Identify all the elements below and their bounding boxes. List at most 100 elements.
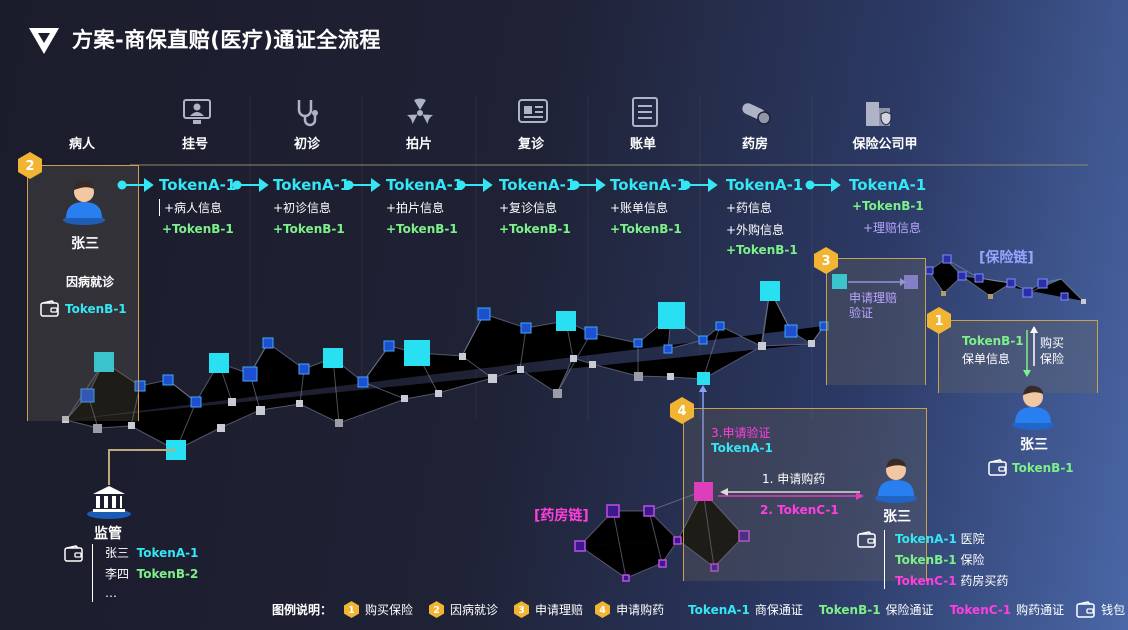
- step-badge-4: 4: [670, 397, 694, 424]
- buyer-avatar: [1012, 385, 1054, 430]
- wallet-token: TokenB-1: [895, 553, 957, 567]
- patient-name: 张三: [71, 236, 99, 252]
- legend-item-text: 购买保险: [365, 603, 414, 617]
- svg-text:1: 1: [348, 605, 355, 616]
- regulator-list: 张三 TokenA-1 李四 TokenB-2 …: [92, 544, 198, 602]
- step-buy-medicine: 1. 申请购药: [762, 472, 826, 486]
- wallet-label: 保险: [960, 553, 985, 567]
- row-person: 张三: [105, 546, 130, 560]
- legend: 图例说明： 1 购买保险 2 因病就诊 3 申请理赔 4 申请购药 TokenA…: [272, 601, 1125, 618]
- svg-text:4: 4: [599, 605, 606, 616]
- flow-stage-first-visit: TokenA-1 +初诊信息 +TokenB-1: [273, 176, 350, 236]
- stage-green-token: +TokenB-1: [852, 199, 924, 213]
- flow-stage-bill: TokenA-1 +账单信息 +TokenB-1: [610, 176, 687, 236]
- step-badge-2: 2: [18, 152, 42, 179]
- stage-info: +病人信息: [159, 199, 236, 216]
- regulator-row: 张三 TokenA-1: [105, 544, 198, 565]
- buy-exchange-arrows: [1023, 326, 1038, 377]
- legend-badge-4: 4: [595, 601, 611, 618]
- column-label-bill: 账单: [629, 137, 656, 152]
- legend-item-text: 申请理赔: [535, 603, 584, 617]
- legend-token: TokenC-1: [949, 602, 1012, 617]
- stage-info-extra: +外购信息: [726, 223, 785, 237]
- verify-token: TokenA-1: [711, 441, 773, 455]
- patient-reason: 因病就诊: [66, 275, 115, 289]
- customer-wallet-list: TokenA-1 医院 TokenB-1 保险 TokenC-1 药房买药: [884, 530, 1008, 589]
- wallet-icon: [64, 545, 83, 562]
- buy-action-2: 保险: [1040, 352, 1065, 366]
- stage-token: TokenA-1: [386, 176, 464, 194]
- wallet-icon: [40, 300, 59, 317]
- stage-info: +复诊信息: [499, 201, 558, 215]
- wallet-row: TokenB-1 保险: [895, 551, 1008, 572]
- buyer-wallet-token: TokenB-1: [1012, 461, 1074, 475]
- legend-token: TokenB-1: [818, 602, 881, 617]
- legend-title: 图例说明：: [272, 603, 333, 617]
- wallet-token: TokenC-1: [895, 574, 957, 588]
- page-title: 方案-商保直赔(医疗)通证全流程: [72, 28, 381, 52]
- svg-text:2: 2: [25, 159, 34, 174]
- column-label-insurer: 保险公司甲: [852, 137, 918, 152]
- stage-info: +初诊信息: [273, 201, 332, 215]
- legend-token: TokenA-1: [688, 602, 750, 617]
- step-badge-3: 3: [814, 247, 838, 274]
- legend-badge-3: 3: [514, 601, 530, 618]
- svg-text:1: 1: [934, 314, 943, 329]
- regulator-bank-icon: [87, 486, 131, 519]
- patient-avatar: [63, 180, 105, 225]
- claim-text-2: 验证: [849, 306, 874, 320]
- logo-icon: [29, 28, 59, 54]
- buy-info: 保单信息: [962, 352, 1011, 366]
- claim-box: [826, 258, 926, 385]
- radiation-icon: [407, 98, 433, 124]
- wallet-label: 药房买药: [960, 574, 1009, 588]
- id-card-icon: [518, 99, 548, 123]
- legend-item-text: 申请购药: [616, 603, 665, 617]
- pill-icon: [742, 103, 771, 125]
- insurance-chain-label: [保险链]: [979, 250, 1034, 266]
- wallet-label: 医院: [960, 532, 985, 546]
- wallet-icon: [988, 459, 1007, 476]
- wallet-row: TokenA-1 医院: [895, 530, 1008, 551]
- stage-green-token: +TokenB-1: [386, 222, 458, 236]
- legend-token-text: 购药通证: [1016, 603, 1065, 617]
- bill-icon: [632, 97, 658, 127]
- svg-text:4: 4: [677, 404, 686, 419]
- stage-green-token: +TokenB-1: [162, 222, 234, 236]
- flow-stage-insurer: TokenA-1 +TokenB-1 +理赔信息: [849, 176, 926, 236]
- flow-stage-follow-up: TokenA-1 +复诊信息 +TokenB-1: [499, 176, 576, 236]
- step-badge-1: 1: [927, 307, 951, 334]
- row-person: 李四: [105, 567, 130, 581]
- stage-info: +药信息: [726, 201, 773, 215]
- legend-badge-1: 1: [344, 601, 360, 618]
- column-label-first-visit: 初诊: [293, 137, 320, 152]
- patient-box: [27, 165, 139, 421]
- row-person: …: [105, 586, 117, 600]
- pharmacy-chain-label: [药房链]: [534, 508, 589, 524]
- claim-text-1: 申请理赔: [849, 291, 898, 305]
- pharmacy-customer-name: 张三: [883, 509, 911, 525]
- legend-item-text: 因病就诊: [450, 603, 499, 617]
- registration-icon: [183, 99, 211, 124]
- step-token-c: 2. TokenC-1: [760, 503, 839, 517]
- flow-stage-pharmacy: TokenA-1 +药信息 +外购信息 +TokenB-1: [726, 176, 803, 257]
- svg-text:3: 3: [518, 605, 525, 616]
- wallet-icon: [1076, 601, 1095, 618]
- column-label-xray: 拍片: [405, 137, 432, 152]
- wallet-token: TokenA-1: [895, 532, 957, 546]
- buy-insurance-box: [938, 320, 1098, 393]
- patient-wallet-token: TokenB-1: [65, 302, 127, 316]
- flow-stage-registration: TokenA-1 +病人信息 +TokenB-1: [159, 176, 236, 236]
- legend-token-text: 保险通证: [885, 603, 934, 617]
- stage-info: +账单信息: [610, 201, 669, 215]
- legend-badge-2: 2: [429, 601, 445, 618]
- verify-label: 3.申请验证: [711, 426, 771, 440]
- stage-token: TokenA-1: [610, 176, 688, 194]
- flow-arrows: [117, 178, 841, 192]
- legend-wallet-text: 钱包: [1101, 603, 1126, 617]
- stage-green-token: +TokenB-1: [273, 222, 345, 236]
- svg-text:2: 2: [433, 605, 440, 616]
- regulator-row: …: [105, 586, 198, 602]
- stage-token: TokenA-1: [726, 176, 804, 194]
- buy-token: TokenB-1: [962, 334, 1024, 348]
